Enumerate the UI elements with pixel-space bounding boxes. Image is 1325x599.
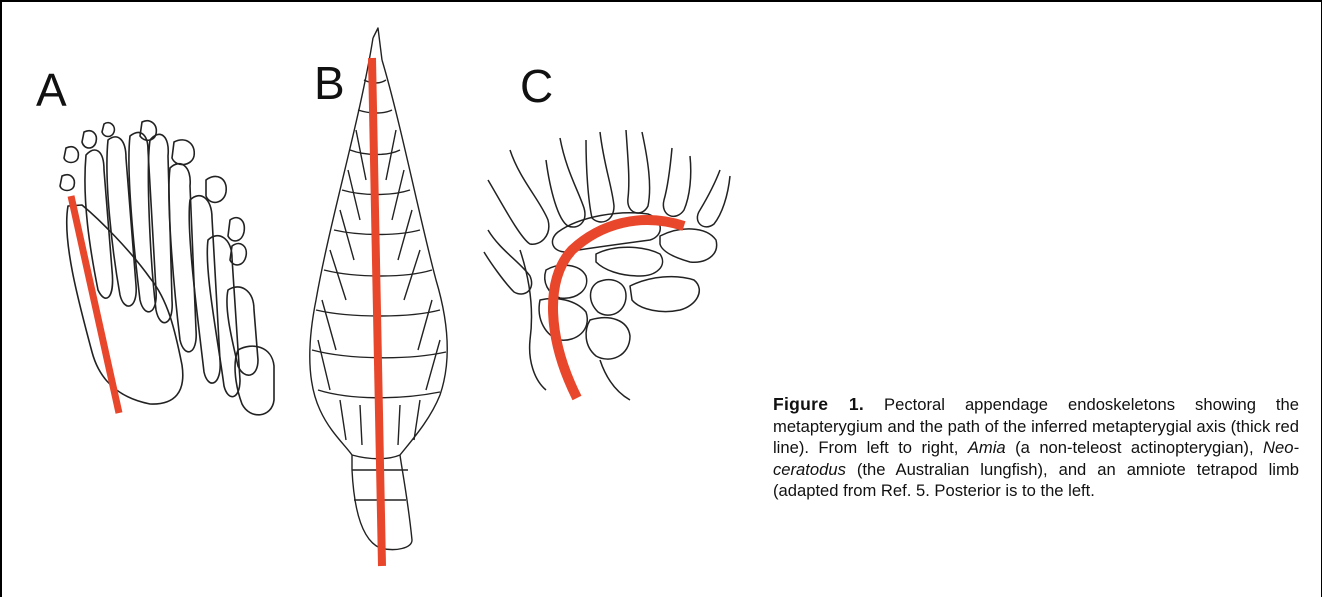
neoceratodus-metapterygial-axis [372,58,382,566]
figure-label: Figure 1. [773,394,864,414]
caption-taxon-amia: Amia [968,438,1006,457]
caption-text-2: (a non-teleost actinopterygian), [1006,438,1263,457]
amia-fin-drawing [60,121,274,415]
amia-metapterygial-axis [71,196,119,413]
figure-caption: Figure 1. Pectoral appendage endoskeleto… [773,394,1299,502]
caption-text-3: (the Australian lungfish), and an amniot… [773,460,1299,501]
tetrapod-limb-drawing [484,130,730,400]
tetrapod-metapterygial-axis [553,220,684,398]
